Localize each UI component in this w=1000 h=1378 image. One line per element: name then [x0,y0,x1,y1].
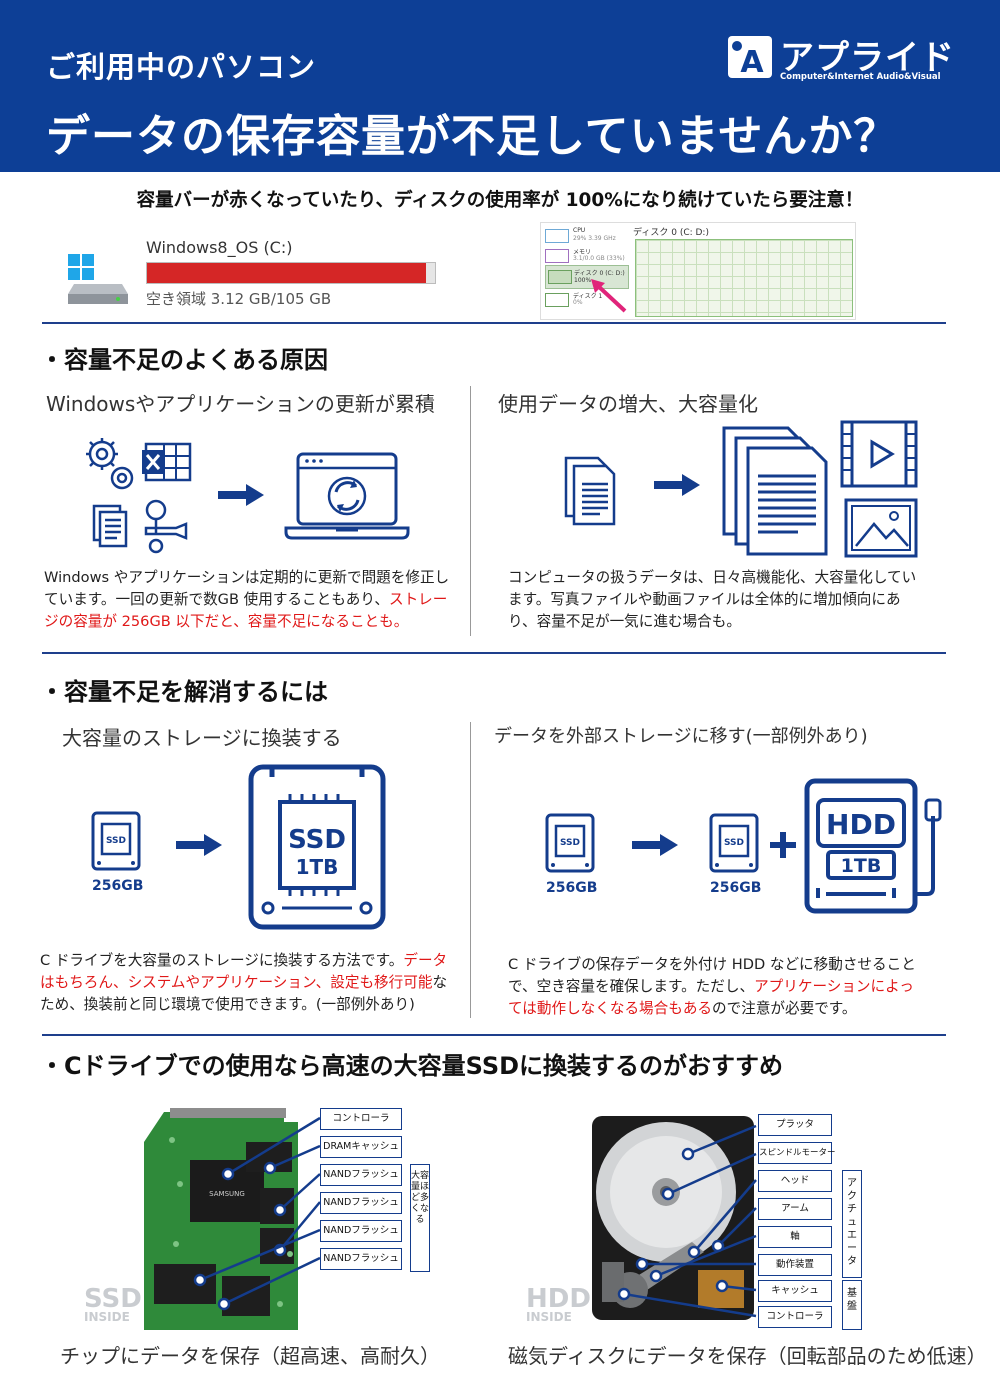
cause-updates-title: Windowsやアプリケーションの更新が累積 [46,392,435,416]
arrow-right-icon [632,834,678,856]
ssd-label-nand-1: NANDフラッシュ [320,1164,402,1186]
hdd-label-platter: プラッタ [758,1114,832,1136]
logo-tagline: Computer&Internet Audio&Visual [780,72,941,82]
hdd-label-arm: アーム [758,1198,832,1220]
section-divider [42,652,946,654]
large-files-icons [722,420,918,558]
solution-replace-description: C ドライブを大容量のストレージに換装する方法です。データはもちろん、システムや… [40,952,448,1013]
ssd-caption: チップにデータを保存（超高速、高耐久） [60,1344,440,1368]
arrow-right-icon [654,474,700,496]
section-title-solutions: ・容量不足を解消するには [40,678,328,706]
logo-mark: A [728,36,772,80]
header-subtitle: ご利用中のパソコン [46,50,317,84]
brand-logo: A アプライド Computer&Internet Audio&Visual [728,34,958,86]
resource-item-selected: ディスク 0 (C: D:)100% [545,265,629,289]
ssd-inside-watermark: SSD INSIDE [84,1284,142,1324]
svg-text:1TB: 1TB [841,855,882,877]
section-divider [42,1034,946,1036]
image-file-icon [844,498,918,558]
hdd-group-board: 基盤 [842,1280,862,1330]
ssd-capacity-b: 256GB [710,880,762,896]
ssd-label-nand-2: NANDフラッシュ [320,1192,402,1214]
ssd-label-nand-4: NANDフラッシュ [320,1248,402,1270]
section-title-causes: ・容量不足のよくある原因 [40,346,328,374]
hdd-callout-lines [617,1124,757,1318]
small-ssd-capacity: 256GB [92,878,144,894]
wrench-hand-icon [144,499,188,554]
drive-usage-fill [147,263,427,283]
page-title: データの保存容量が不足していませんか？ [46,111,899,162]
gear-icon [86,438,134,490]
video-file-icon [840,420,918,488]
hard-drive-icon [64,250,132,306]
cause-data-growth-description: コンピュータの扱うデータは、日々高機能化、大容量化しています。写真ファイルや動画… [508,569,917,630]
section-title-recommendation: ・Cドライブでの使用なら高速の大容量SSDに換装するのがおすすめ [40,1052,784,1080]
svg-text:SAMSUNG: SAMSUNG [209,1190,245,1198]
graph-title: ディスク 0 (C: D:) [633,228,709,238]
svg-text:SSD: SSD [288,825,346,855]
cause-data-growth-title: 使用データの増大、大容量化 [498,392,758,416]
small-ssd-icon: SSD [91,811,141,871]
documents-icon [92,504,128,548]
pointer-arrow-icon [591,279,627,313]
solution-external-title: データを外部ストレージに移す(一部例外あり) [494,726,868,747]
svg-text:SSD: SSD [106,836,126,846]
logo-letter: A [740,45,764,78]
hdd-internal-photo [592,1116,754,1320]
ssd-label-dram: DRAMキャッシュ [320,1136,402,1158]
hdd-label-cache: キャッシュ [758,1280,832,1302]
small-ssd-icon: SSD [709,813,759,873]
hdd-group-actuator: アクチュエータ [842,1170,862,1278]
svg-text:1TB: 1TB [296,855,339,879]
svg-text:SSD: SSD [560,838,580,848]
column-divider [470,722,471,1018]
hdd-label-head: ヘッド [758,1170,832,1192]
hdd-label-spindle: スピンドルモーター [758,1142,836,1164]
logo-name: アプライド [780,38,955,78]
plus-icon [770,832,796,858]
ssd-label-controller: コントローラ [320,1108,402,1130]
arrow-right-icon [176,834,222,856]
ssd-callout-lines [193,1116,321,1311]
disk-activity-graph [635,239,853,317]
section-divider [42,322,946,324]
small-documents-icon [564,456,616,526]
ssd-group-label: 大容量ほど多くなる [410,1164,430,1272]
laptop-update-icon [284,452,410,540]
small-ssd-icon: SSD [545,813,595,873]
solution-external-description: C ドライブの保存データを外付け HDD などに移動させることで、空き容量を確保… [508,956,916,1017]
large-ssd-icon: SSD 1TB [248,764,386,930]
hdd-label-controller: コントローラ [758,1306,832,1328]
drive-free-space: 空き領域 3.12 GB/105 GB [146,290,332,308]
drive-usage-bar [146,262,436,284]
drive-name: Windows8_OS (C:) [146,238,293,257]
svg-text:HDD: HDD [826,808,896,841]
header-banner [0,0,1000,172]
hdd-caption: 磁気ディスクにデータを保存（回転部品のため低速） [508,1344,987,1368]
spreadsheet-icon [142,442,192,482]
arrow-right-icon [218,484,264,506]
external-hdd-icon: HDD 1TB [804,778,942,914]
ssd-label-nand-3: NANDフラッシュ [320,1220,402,1242]
warning-text: 容量バーが赤くなっていたり、ディスクの使用率が 100%になり続けていたら要注意… [136,190,864,211]
update-tools-icons [86,438,192,554]
hdd-inside-watermark: HDD INSIDE [526,1284,591,1324]
hdd-label-shaft: 軸 [758,1226,832,1248]
cause-updates-description: Windows やアプリケーションは定期的に更新で問題を修正しています。一回の更… [44,569,450,630]
hdd-label-actuator-device: 動作装置 [758,1254,832,1276]
svg-text:SSD: SSD [724,838,744,848]
large-documents-icon [722,426,828,556]
ssd-board-photo: SAMSUNG [144,1108,298,1330]
ssd-capacity-a: 256GB [546,880,598,896]
solution-replace-title: 大容量のストレージに換装する [62,726,342,750]
column-divider [470,386,471,636]
